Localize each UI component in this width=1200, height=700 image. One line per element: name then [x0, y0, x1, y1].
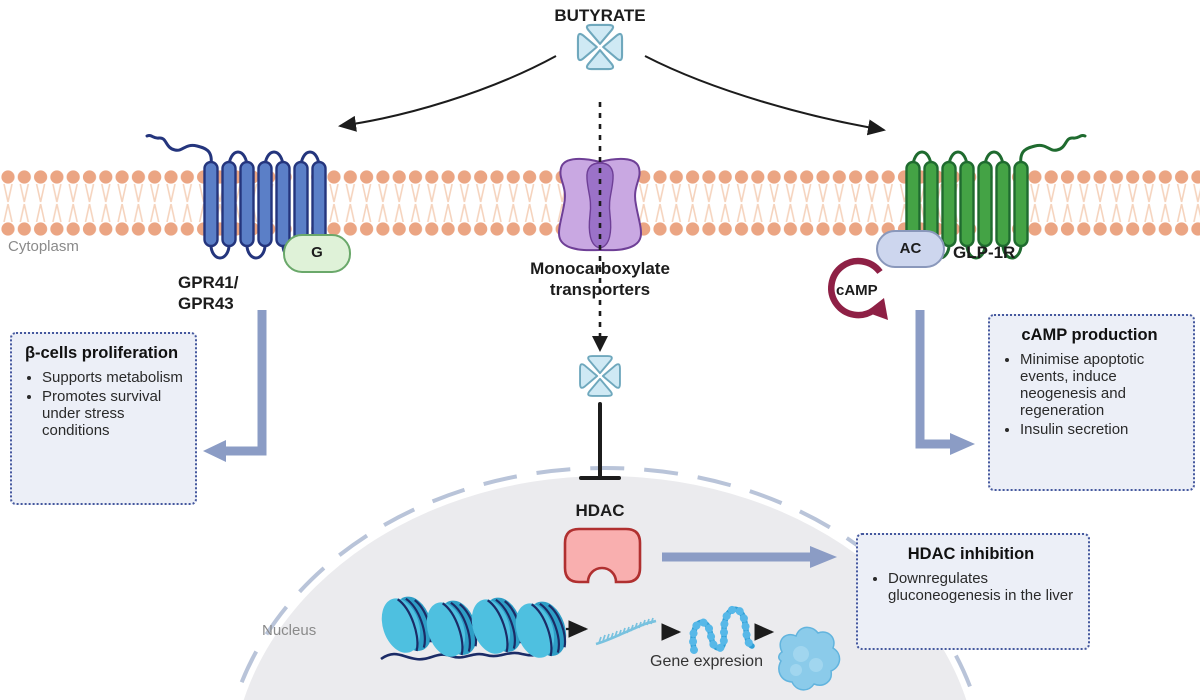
hdac-inhibition-tbar — [579, 402, 621, 480]
camp-box-list: Minimise apoptotic events, induce neogen… — [998, 351, 1181, 438]
peptide-chain-icon — [689, 605, 756, 654]
glp1r-label: GLP-1R — [953, 243, 1016, 262]
hdac-label: HDAC — [575, 501, 625, 520]
nucleosome-icon — [381, 596, 567, 658]
adenylate-cyclase-label: AC — [899, 240, 922, 257]
g-protein-label: G — [311, 244, 323, 261]
hdac-enzyme-icon — [563, 527, 642, 584]
list-item: Minimise apoptotic events, induce neogen… — [1020, 351, 1181, 419]
flow-arrow-left — [203, 310, 267, 462]
hdac-inhibition-box: HDAC inhibition Downregulates gluconeoge… — [856, 533, 1090, 650]
chromatin-icon — [380, 596, 567, 661]
mrna-icon — [595, 617, 657, 646]
butyrate-molecule-intracellular-icon — [579, 355, 621, 397]
camp-cycle-icon — [828, 257, 888, 320]
butyrate-title: BUTYRATE — [554, 6, 646, 25]
beta-cells-proliferation-box: β-cells proliferation Supports metabolis… — [10, 332, 197, 505]
list-item: Promotes survival under stress condition… — [42, 388, 183, 439]
flow-arrow-right — [915, 310, 975, 455]
butyrate-transport-path — [592, 102, 608, 352]
butyrate-to-receptors-arrows — [338, 55, 886, 136]
list-item: Downregulates gluconeogenesis in the liv… — [888, 570, 1076, 604]
camp-production-box: cAMP production Minimise apoptotic event… — [988, 314, 1195, 491]
list-item: Insulin secretion — [1020, 421, 1181, 438]
beta-cells-box-list: Supports metabolism Promotes survival un… — [20, 369, 183, 439]
flow-arrow-hdac — [662, 546, 837, 568]
gpr-receptor-label: GPR41/ GPR43 — [178, 273, 239, 314]
hdac-box-list: Downregulates gluconeogenesis in the liv… — [866, 570, 1076, 604]
gene-expression-label: Gene expresion — [650, 653, 763, 670]
cytoplasm-label: Cytoplasm — [8, 238, 79, 255]
gpr-receptor-icon — [145, 134, 351, 273]
beta-cells-box-title: β-cells proliferation — [24, 344, 179, 362]
nucleus-label: Nucleus — [262, 622, 317, 639]
camp-label: cAMP — [836, 282, 878, 299]
adenylate-cyclase-icon — [876, 230, 945, 268]
list-item: Supports metabolism — [42, 369, 183, 386]
transporter-label: Monocarboxylate transporters — [530, 259, 670, 300]
hdac-box-title: HDAC inhibition — [907, 545, 1035, 563]
butyrate-molecule-icon — [576, 23, 624, 71]
protein-blob-icon — [778, 626, 841, 691]
glp1r-receptor-icon — [876, 134, 1087, 268]
camp-box-title: cAMP production — [1021, 326, 1158, 344]
gene-expression-sequence — [566, 605, 841, 691]
g-protein-icon — [283, 234, 351, 273]
